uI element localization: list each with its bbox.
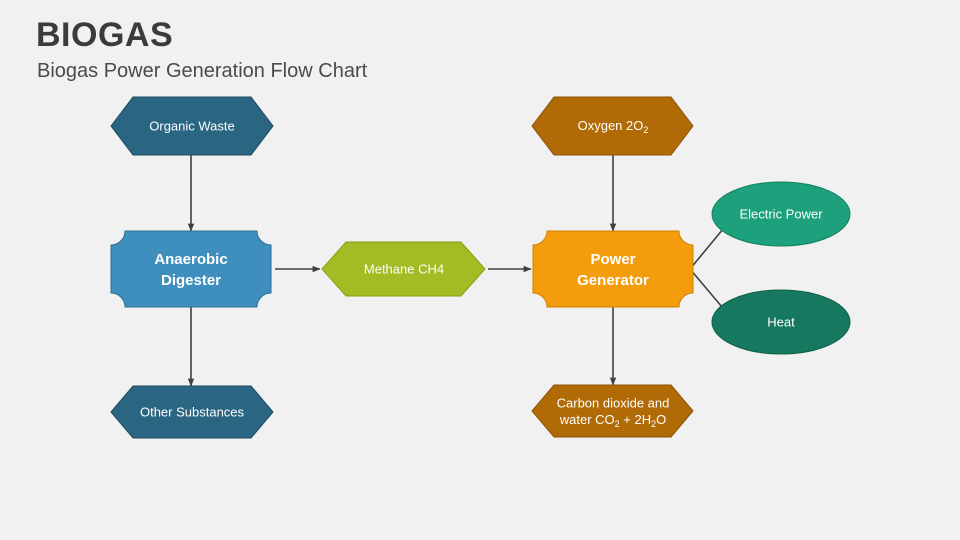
page-title: BIOGAS	[36, 16, 174, 54]
anaerobic-digester-label-line2: Digester	[161, 272, 221, 289]
carbon-dioxide-label-line2: water CO2 + 2H2O	[559, 412, 667, 429]
power-generator-label-line1: Power	[590, 251, 635, 268]
carbon-dioxide-formula-b: + 2H	[620, 412, 651, 427]
electric-power-shape[interactable]	[711, 181, 851, 247]
carbon-dioxide-subscript-2: 2	[651, 419, 656, 429]
oxygen-shape[interactable]	[531, 96, 694, 156]
node-carbon-dioxide[interactable]: Carbon dioxide and water CO2 + 2H2O	[531, 384, 694, 438]
other-substances-shape[interactable]	[110, 385, 274, 439]
node-other-substances[interactable]: Other Substances	[110, 385, 274, 439]
anaerobic-digester-shape[interactable]	[110, 230, 272, 308]
methane-shape[interactable]	[321, 241, 486, 297]
heat-label: Heat	[767, 314, 795, 329]
organic-waste-shape[interactable]	[110, 96, 274, 156]
node-organic-waste[interactable]: Organic Waste	[110, 96, 274, 156]
carbon-dioxide-label-line1: Carbon dioxide and	[557, 395, 670, 410]
node-methane[interactable]: Methane CH4	[321, 241, 486, 297]
oxygen-label: Oxygen 2O2	[578, 118, 649, 135]
power-generator-label-line2: Generator	[577, 272, 649, 289]
carbon-dioxide-formula-c: O	[656, 412, 666, 427]
carbon-dioxide-formula-a: water CO	[559, 412, 615, 427]
node-oxygen[interactable]: Oxygen 2O2	[531, 96, 694, 156]
carbon-dioxide-subscript-1: 2	[615, 419, 620, 429]
other-substances-label: Other Substances	[140, 404, 245, 419]
oxygen-label-subscript: 2	[643, 125, 648, 135]
carbon-dioxide-shape[interactable]	[531, 384, 694, 438]
page-subtitle: Biogas Power Generation Flow Chart	[37, 60, 368, 82]
node-power-generator[interactable]: Power Generator	[532, 230, 694, 308]
oxygen-label-text: Oxygen 2O	[578, 118, 644, 133]
heat-shape[interactable]	[711, 289, 851, 355]
node-electric-power[interactable]: Electric Power	[711, 181, 851, 247]
power-generator-shape[interactable]	[532, 230, 694, 308]
methane-label: Methane CH4	[364, 261, 444, 276]
node-anaerobic-digester[interactable]: Anaerobic Digester	[110, 230, 272, 308]
anaerobic-digester-label-line1: Anaerobic	[154, 251, 227, 268]
organic-waste-label: Organic Waste	[149, 118, 235, 133]
node-heat[interactable]: Heat	[711, 289, 851, 355]
electric-power-label: Electric Power	[739, 206, 823, 221]
